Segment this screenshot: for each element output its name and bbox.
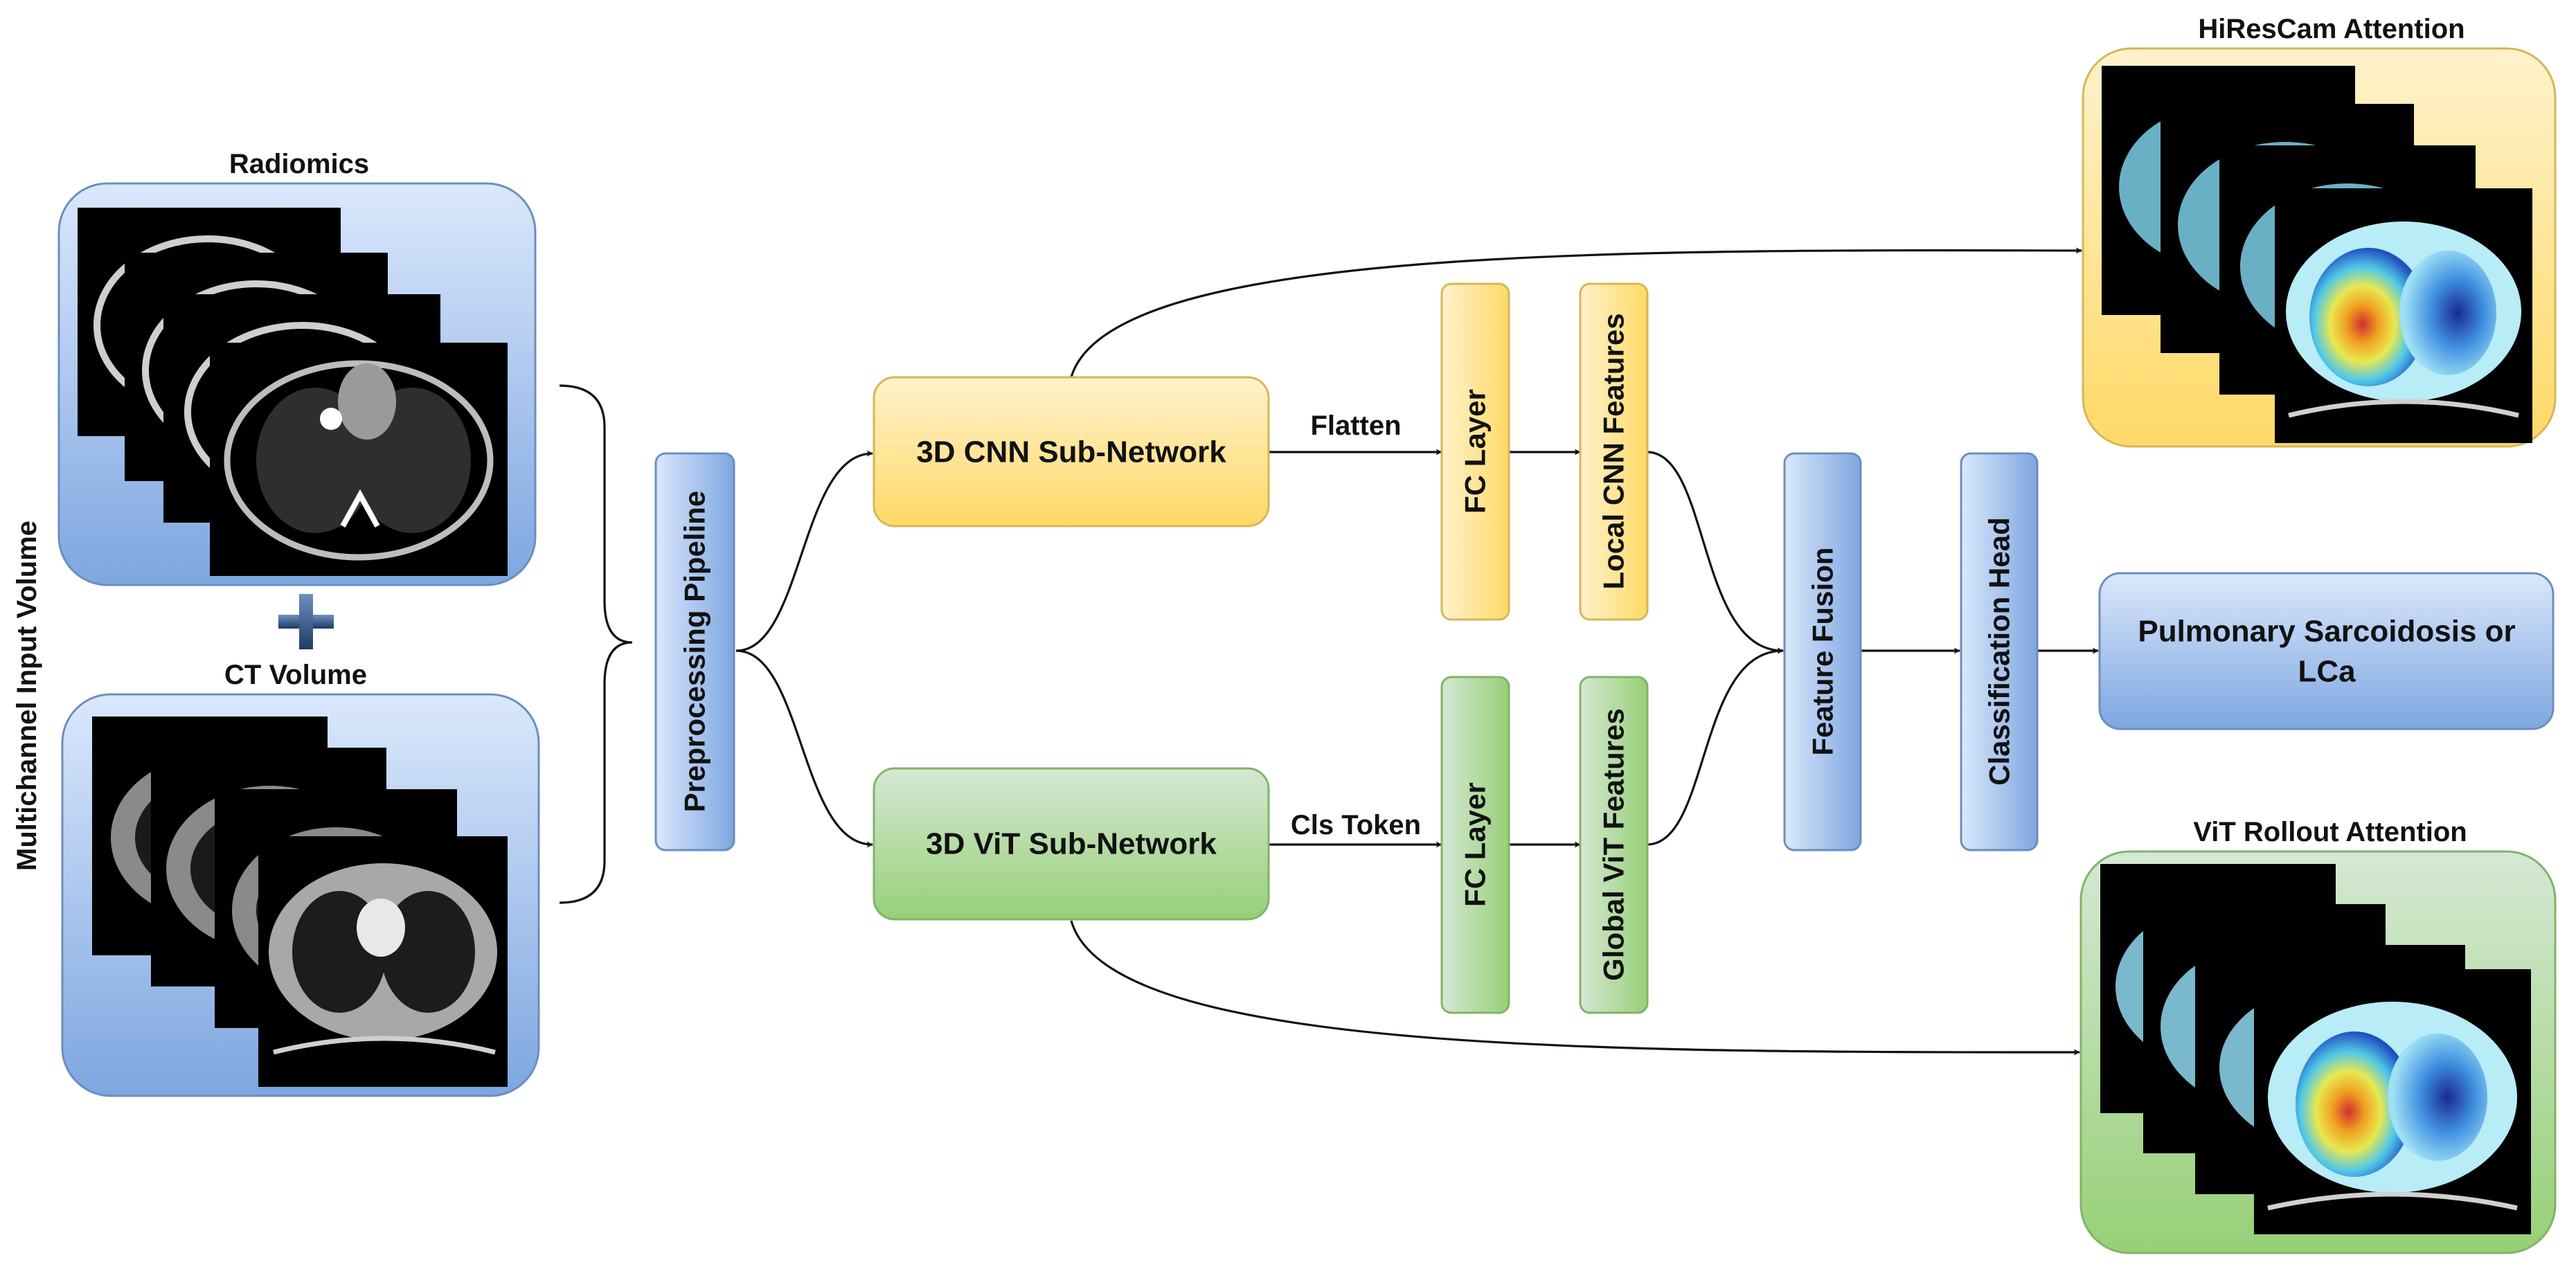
preprocessing-node: Preprocessing Pipeline (654, 452, 735, 851)
output-label-line1: Pulmonary Sarcoidosis or (2138, 615, 2515, 649)
multichannel-input-label: Multichannel Input Volume (12, 521, 42, 871)
edge-local-to-fusion (1646, 451, 1784, 654)
ct-volume-title: CT Volume (224, 660, 367, 690)
fc-layer-top-label: FC Layer (1459, 389, 1492, 514)
vit-subnetwork-label: 3D ViT Sub-Network (926, 827, 1217, 861)
local-cnn-features-label: Local CNN Features (1598, 313, 1630, 589)
edges (735, 247, 2099, 1056)
feature-fusion-node: Feature Fusion (1783, 452, 1862, 851)
edge-global-to-fusion (1646, 647, 1784, 846)
ct-slice-front (258, 836, 508, 1087)
feature-fusion-label: Feature Fusion (1807, 547, 1839, 755)
fc-layer-top-node: FC Layer (1440, 282, 1510, 621)
local-cnn-features-node: Local CNN Features (1579, 282, 1649, 621)
cls-token-label: Cls Token (1291, 810, 1421, 840)
input-section: Multichannel Input Volume Radiomics (12, 149, 633, 1097)
input-merge-brace (559, 384, 633, 904)
flatten-label: Flatten (1310, 411, 1401, 441)
vit-rollout-title: ViT Rollout Attention (2193, 817, 2467, 847)
output-node: Pulmonary Sarcoidosis or LCa (2098, 572, 2555, 730)
fc-layer-bottom-node: FC Layer (1440, 676, 1510, 1014)
preprocessing-label: Preprocessing Pipeline (679, 491, 711, 813)
ct-volume-slice-stack (92, 716, 508, 1087)
fc-layer-bottom-label: FC Layer (1459, 782, 1492, 907)
edge-preproc-to-vit (735, 649, 873, 848)
hirescam-section: HiResCam Attention (2082, 14, 2557, 448)
output-label-line2: LCa (2298, 655, 2356, 689)
attention-slice-front (2254, 969, 2531, 1234)
vit-subnetwork-node: 3D ViT Sub-Network (873, 767, 1270, 921)
edge-vit-to-rollout (1070, 920, 2080, 1056)
radiomics-title: Radiomics (229, 149, 369, 179)
hirescam-slice-stack (2102, 66, 2532, 443)
cnn-subnetwork-node: 3D CNN Sub-Network (873, 376, 1270, 528)
global-vit-features-node: Global ViT Features (1579, 676, 1649, 1014)
edge-cnn-to-hirescam (1070, 247, 2082, 378)
edge-preproc-to-cnn (735, 450, 873, 652)
cnn-subnetwork-label: 3D CNN Sub-Network (916, 435, 1226, 469)
classification-head-label: Classification Head (1983, 517, 2016, 785)
attention-slice-front (2275, 188, 2532, 443)
hirescam-title: HiResCam Attention (2198, 14, 2465, 44)
ct-slice-front (210, 343, 508, 576)
plus-icon (278, 594, 334, 649)
vit-rollout-section: ViT Rollout Attention (2079, 817, 2557, 1254)
radiomics-slice-stack (78, 208, 508, 576)
classification-head-node: Classification Head (1960, 452, 2039, 851)
global-vit-features-label: Global ViT Features (1598, 708, 1630, 981)
vit-rollout-slice-stack (2100, 864, 2531, 1234)
